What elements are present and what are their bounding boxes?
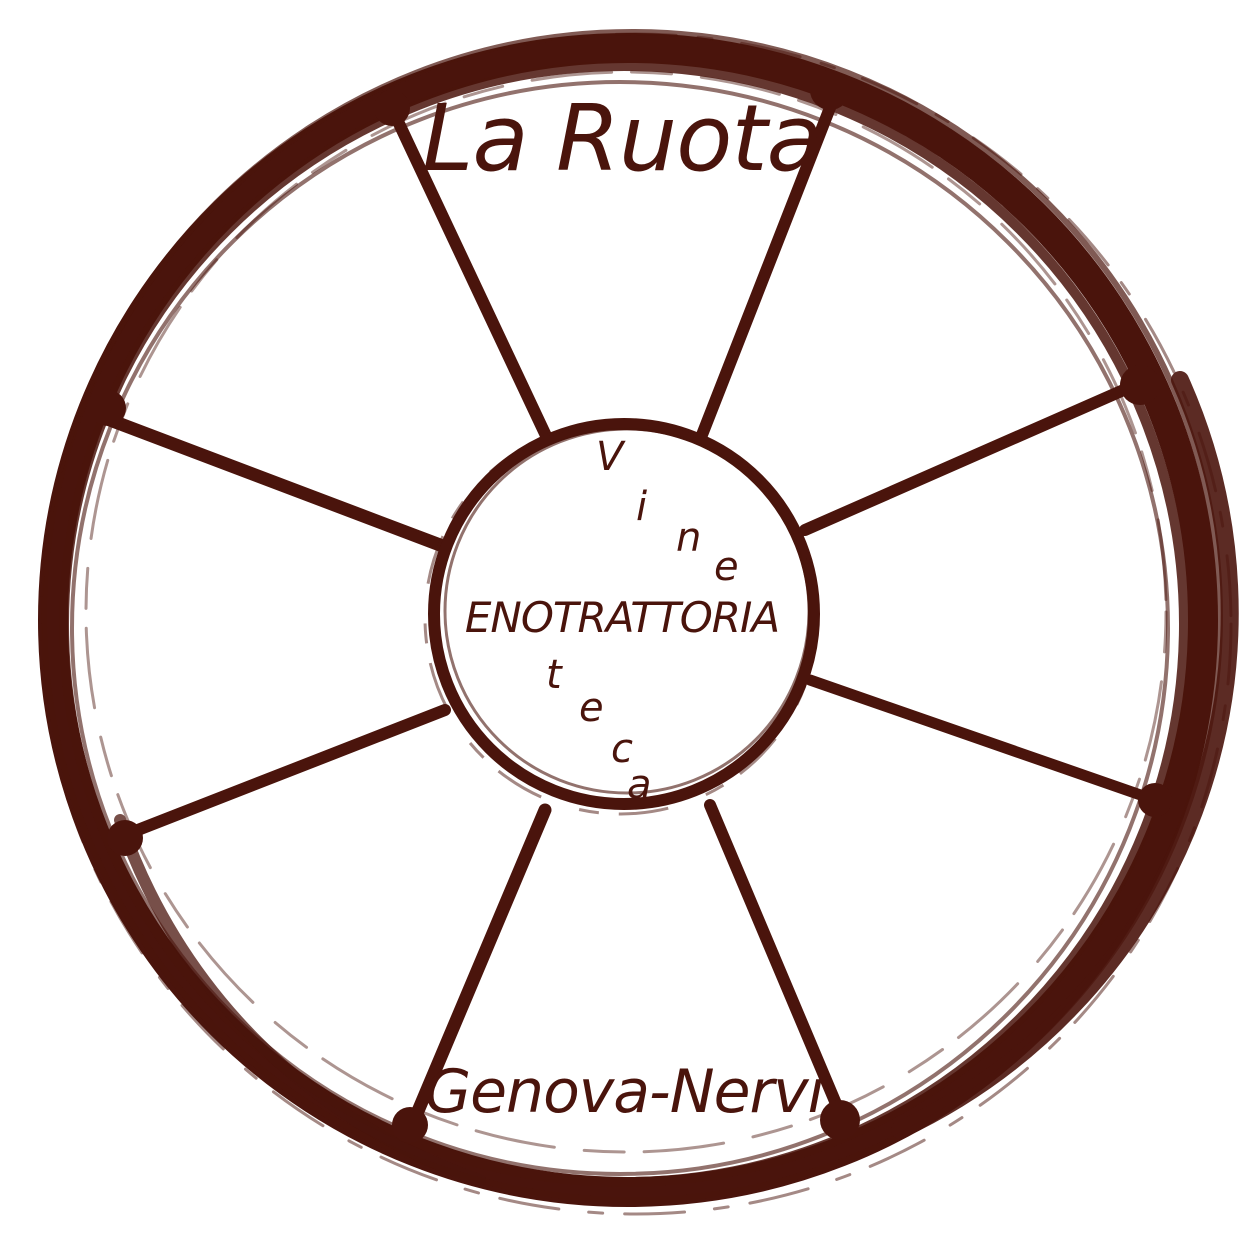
spoke [389, 109, 554, 446]
spoke [799, 379, 1141, 536]
teca-letter: a [627, 762, 652, 808]
spoke [403, 803, 552, 1137]
teca-word: t e c a [546, 652, 652, 808]
logo-city: Genova-Nervi [425, 1057, 825, 1127]
teca-letter: e [579, 685, 604, 731]
vine-letter: n [676, 515, 701, 561]
wheel-hub [423, 418, 820, 816]
spoke [119, 704, 451, 841]
logo-title: La Ruota [422, 85, 822, 192]
teca-letter: c [611, 726, 633, 772]
wheel-rim [38, 29, 1239, 1216]
teca-letter: t [546, 652, 563, 698]
vine-letter: V [596, 434, 626, 480]
spoke [704, 799, 851, 1131]
vine-word: V i n e [596, 434, 739, 590]
spoke [103, 413, 447, 552]
vine-letter: i [636, 484, 647, 530]
vine-letter: e [714, 544, 739, 590]
logo-center-label: ENOTRATTORIA [465, 593, 779, 642]
spoke [694, 89, 841, 446]
spoke [804, 674, 1161, 806]
rim-joints [90, 70, 1172, 1143]
wheel-spokes [103, 89, 1161, 1137]
